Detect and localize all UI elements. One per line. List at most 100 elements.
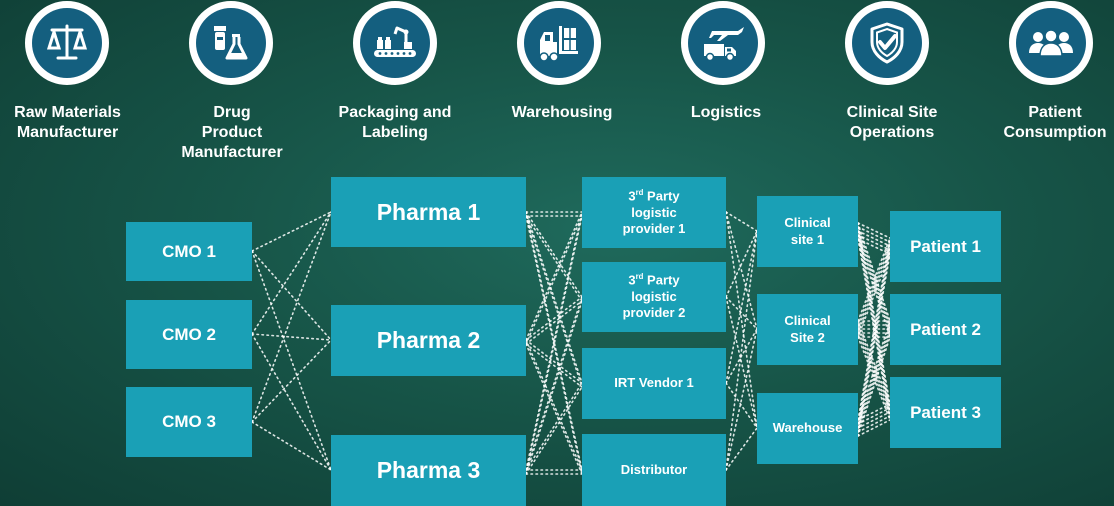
people-icon bbox=[1029, 29, 1073, 57]
dotted-connector bbox=[525, 382, 583, 471]
dotted-connector bbox=[857, 226, 891, 409]
dotted-connector bbox=[857, 320, 891, 405]
dotted-connector bbox=[857, 230, 891, 330]
dotted-connector bbox=[857, 238, 891, 255]
node-third-party-logistics-2: 3rd Party logistic provider 2 bbox=[582, 262, 726, 332]
node-label-line: logistic bbox=[631, 204, 677, 220]
node-label: Pharma 3 bbox=[376, 457, 481, 484]
dotted-connector bbox=[857, 238, 891, 338]
node-label: Patient 3 bbox=[910, 402, 981, 422]
stage-label-line: Clinical Site bbox=[846, 104, 938, 121]
node-label-line: logistic bbox=[631, 289, 677, 305]
dotted-connector bbox=[251, 211, 332, 252]
dotted-connector bbox=[725, 230, 758, 298]
stage-label-line: Logistics bbox=[690, 104, 762, 121]
node-clinical-site-2: Clinical Site 2 bbox=[757, 294, 858, 365]
ordinal-number: 3 bbox=[628, 188, 636, 204]
dotted-connector bbox=[857, 332, 891, 417]
node-label: Patient 2 bbox=[910, 319, 981, 339]
dotted-connector bbox=[525, 215, 583, 475]
dotted-connector bbox=[857, 324, 891, 425]
node-clinical-site-1: Clinical site 1 bbox=[757, 196, 858, 267]
dotted-connector bbox=[525, 296, 583, 341]
stage-label-line: Labeling bbox=[362, 124, 428, 141]
dotted-connector bbox=[251, 339, 332, 423]
medicine-flask-icon bbox=[214, 26, 248, 60]
dotted-connector bbox=[857, 238, 891, 421]
dotted-connector bbox=[525, 386, 583, 475]
node-label-line: Party bbox=[643, 272, 680, 288]
stage-label-line: Consumption bbox=[1003, 124, 1107, 141]
dotted-connector bbox=[857, 336, 891, 421]
dotted-connector bbox=[857, 234, 891, 334]
dotted-connector bbox=[857, 230, 891, 247]
dotted-connector bbox=[251, 250, 332, 341]
dotted-connector bbox=[857, 249, 891, 334]
dotted-connector bbox=[525, 339, 583, 384]
node-label-line: site 1 bbox=[790, 231, 825, 247]
ordinal-suffix: rd bbox=[635, 272, 644, 282]
dotted-connector bbox=[857, 226, 891, 243]
node-patient-2: Patient 2 bbox=[890, 294, 1001, 365]
node-third-party-logistics-1: 3rd Party logistic provider 1 bbox=[582, 177, 726, 248]
node-label: CMO 3 bbox=[162, 412, 216, 432]
dotted-connector bbox=[857, 222, 891, 405]
dotted-connector bbox=[525, 211, 583, 471]
dotted-connector bbox=[525, 211, 583, 471]
stage-label-line: Operations bbox=[849, 124, 935, 141]
dotted-connector bbox=[725, 211, 758, 232]
dotted-connector bbox=[725, 382, 758, 429]
node-cmo-1: CMO 1 bbox=[126, 222, 252, 281]
dotted-connector bbox=[525, 211, 583, 341]
dotted-connector bbox=[251, 421, 332, 471]
dotted-connector bbox=[857, 245, 891, 330]
node-label: Pharma 1 bbox=[376, 198, 481, 225]
dotted-connector bbox=[251, 211, 332, 423]
dotted-connector bbox=[857, 222, 891, 322]
dotted-connector bbox=[725, 211, 758, 429]
dotted-connector bbox=[857, 320, 891, 421]
stage-label-line: Patient bbox=[1028, 104, 1082, 121]
node-label-line: Clinical bbox=[784, 215, 831, 231]
dotted-connector bbox=[525, 300, 583, 475]
dotted-connector bbox=[525, 215, 583, 345]
dotted-connector bbox=[251, 250, 332, 471]
stage-label-line: Drug bbox=[213, 104, 251, 121]
dotted-connector bbox=[857, 328, 891, 429]
dotted-connector bbox=[857, 230, 891, 413]
node-patient-1: Patient 1 bbox=[890, 211, 1001, 282]
dotted-connector bbox=[725, 296, 758, 330]
dotted-connector bbox=[857, 332, 891, 433]
dotted-connector bbox=[525, 296, 583, 471]
node-label: Distributor bbox=[620, 461, 688, 477]
dotted-connector bbox=[857, 253, 891, 338]
node-pharma-1: Pharma 1 bbox=[331, 177, 526, 247]
dotted-connector bbox=[857, 226, 891, 326]
dotted-connector bbox=[725, 230, 758, 384]
packaging-line-icon bbox=[374, 26, 416, 57]
node-label-line: Clinical bbox=[784, 313, 831, 329]
dotted-connector bbox=[857, 249, 891, 433]
dotted-connector bbox=[725, 328, 758, 471]
node-cmo-3: CMO 3 bbox=[126, 387, 252, 457]
node-cmo-2: CMO 2 bbox=[126, 300, 252, 369]
node-label-line: provider 1 bbox=[622, 220, 686, 236]
stage-label-line: Raw Materials bbox=[14, 104, 121, 121]
node-pharma-3: Pharma 3 bbox=[331, 435, 526, 506]
dotted-connector bbox=[857, 241, 891, 326]
node-label-line: Party bbox=[643, 188, 680, 204]
dotted-connector bbox=[857, 415, 891, 433]
dotted-connector bbox=[725, 427, 758, 471]
dotted-connector bbox=[525, 215, 583, 475]
node-label: CMO 2 bbox=[162, 324, 216, 344]
node-label: Patient 1 bbox=[910, 236, 981, 256]
balance-scale-icon bbox=[46, 24, 88, 60]
dotted-connector bbox=[857, 241, 891, 425]
node-patient-3: Patient 3 bbox=[890, 377, 1001, 448]
dotted-connector bbox=[857, 234, 891, 417]
dotted-connector bbox=[857, 419, 891, 437]
dotted-connector bbox=[857, 324, 891, 409]
dotted-connector bbox=[525, 215, 583, 388]
stage-label-line: Product bbox=[201, 124, 263, 141]
dotted-connector bbox=[725, 211, 758, 330]
